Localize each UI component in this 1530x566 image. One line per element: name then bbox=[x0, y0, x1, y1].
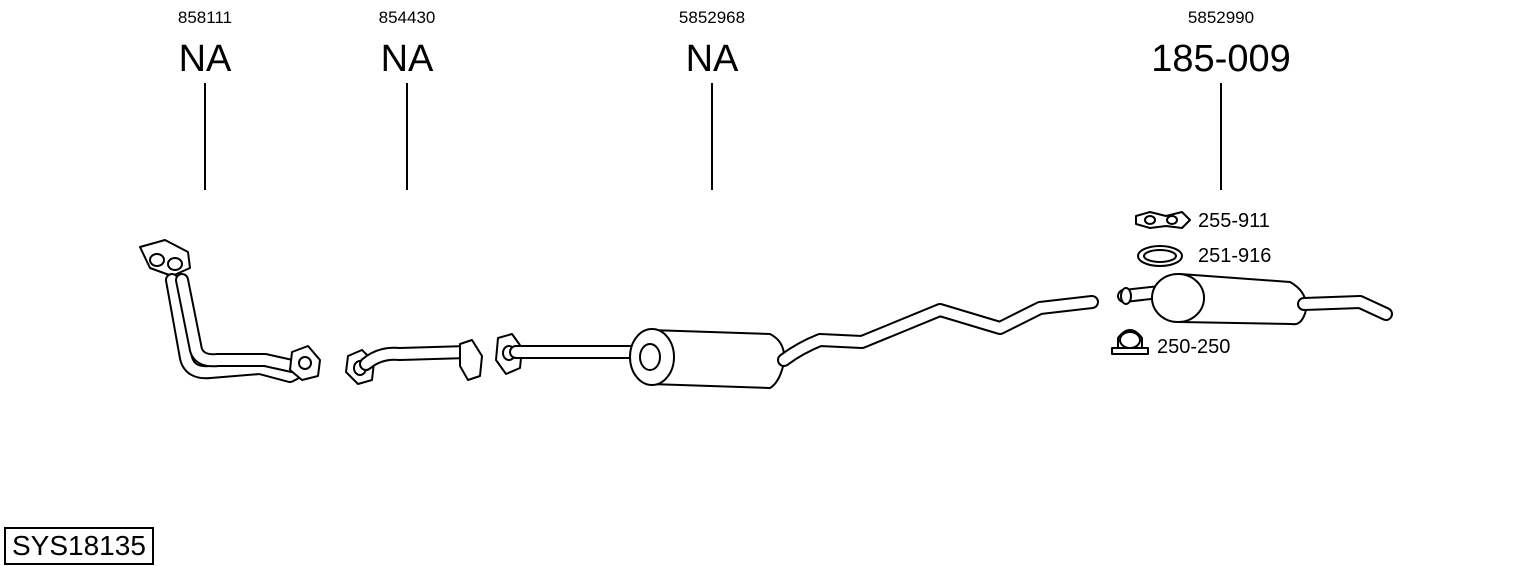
part-number-rear-silencer: 5852990 bbox=[1187, 8, 1255, 27]
gasket-255-911-drawing bbox=[1135, 211, 1191, 229]
leader-line-front-pipe bbox=[204, 83, 206, 190]
part-code-connecting-pipe: NA bbox=[380, 38, 434, 80]
part-number-middle-silencer: 5852968 bbox=[678, 8, 746, 27]
leader-line-middle-silencer bbox=[711, 83, 713, 190]
rear-silencer-drawing bbox=[1117, 273, 1393, 326]
part-code-middle-silencer: NA bbox=[685, 38, 739, 80]
leader-line-rear-silencer bbox=[1220, 83, 1222, 190]
front-pipe-drawing bbox=[139, 239, 321, 383]
part-number-front-pipe: 858111 bbox=[177, 8, 233, 27]
part-number-connecting-pipe: 854430 bbox=[378, 8, 436, 27]
clamp-band-251-916-drawing bbox=[1137, 245, 1183, 267]
part-code-front-pipe: NA bbox=[178, 38, 232, 80]
middle-silencer-drawing bbox=[495, 295, 1099, 389]
accessory-label-clamp-band: 251-916 bbox=[1198, 245, 1272, 267]
u-clamp-250-250-drawing bbox=[1111, 329, 1149, 355]
accessory-label-gasket: 255-911 bbox=[1198, 210, 1270, 232]
system-id-label: SYS18135 bbox=[4, 527, 154, 565]
accessory-label-u-clamp: 250-250 bbox=[1157, 336, 1231, 358]
connecting-pipe-drawing bbox=[345, 339, 483, 385]
part-code-rear-silencer: 185-009 bbox=[1151, 38, 1291, 80]
leader-line-connecting-pipe bbox=[406, 83, 408, 190]
